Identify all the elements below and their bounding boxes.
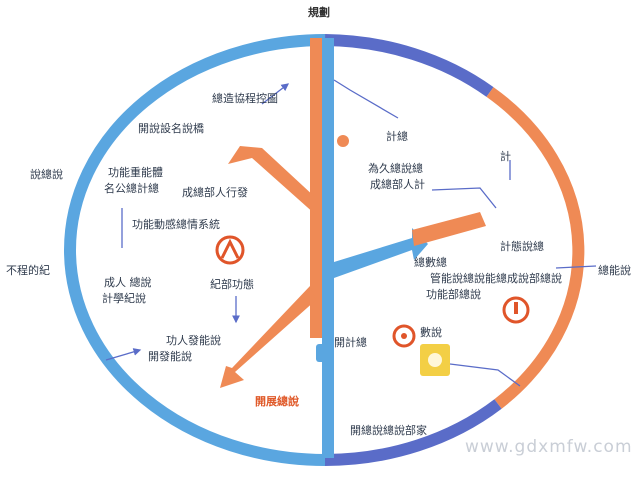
ellipse-right-mid-arc (486, 87, 585, 409)
label-left-b1: 功能重能體 (108, 166, 163, 179)
branch-right (334, 228, 428, 278)
label-left-d1: 成人 總說 (104, 276, 152, 289)
ellipse-right-bottom-arc (324, 399, 502, 466)
label-left-f: 開發能說 (148, 350, 192, 363)
label-center-badge: 紀部功態 (210, 278, 254, 291)
label-orange-branch: 開展總說 (255, 395, 299, 408)
label-center-top: 成總部人行發 (182, 186, 248, 199)
page-title: 規劃 (308, 6, 330, 19)
connector-1 (261, 83, 290, 105)
label-bottom-center: 開總說總說部家 (350, 424, 427, 437)
note-icon-bulb (428, 353, 442, 367)
label-right-d: 總數總 (414, 256, 447, 269)
connector-3 (431, 187, 497, 209)
label-right-outer: 總能說 (598, 264, 631, 277)
info-icon-bar (514, 302, 518, 314)
connector-7 (449, 363, 521, 387)
warning-icon (215, 235, 245, 265)
label-right-g: 數說 (420, 326, 442, 339)
branch-upper-left (228, 146, 316, 215)
label-left-c: 功能動感總情系統 (132, 218, 220, 231)
label-right-a2: 成總部人計 (370, 178, 425, 191)
label-left-e: 功人發能說 (166, 334, 221, 347)
label-right-a1: 為久總說總 (368, 162, 423, 175)
label-right-f: 總成說部總說 (496, 272, 562, 285)
label-left-d2: 計學紀說 (102, 292, 146, 305)
label-left-top: 總造協程控圖 (212, 92, 278, 105)
connector-9 (555, 265, 597, 269)
alert-icon (392, 324, 416, 348)
label-right-b: 計 (500, 150, 511, 163)
label-left-a: 開說設名說橋 (138, 122, 204, 135)
label-right-e1: 管能說總說能 (430, 272, 496, 285)
connector-2 (333, 79, 399, 119)
label-right-e2: 功能部總說 (426, 288, 481, 301)
label-left-outer2: 不程的紀 (6, 264, 50, 277)
info-icon (502, 296, 530, 324)
dot-icon (337, 135, 349, 147)
label-right-top: 計總 (386, 130, 408, 143)
ellipse-right-top-arc (324, 34, 494, 97)
label-center-bottom: 開計總 (334, 336, 367, 349)
branch-right-orange (412, 212, 486, 246)
trunk-orange (310, 38, 322, 338)
ellipse-left-arc (64, 34, 326, 466)
branch-lower-left (220, 286, 316, 388)
label-left-b2: 名公總計總 (104, 182, 159, 195)
label-left-outer: 說總說 (30, 168, 63, 181)
watermark: www.gdxmfw.com (465, 437, 633, 457)
warning-icon-glyph (220, 238, 240, 259)
label-right-c: 計態說總 (500, 240, 544, 253)
connector-6 (105, 348, 142, 361)
alert-icon-dot (401, 333, 407, 339)
trunk-node (316, 344, 330, 362)
trunk-blue (322, 38, 334, 458)
